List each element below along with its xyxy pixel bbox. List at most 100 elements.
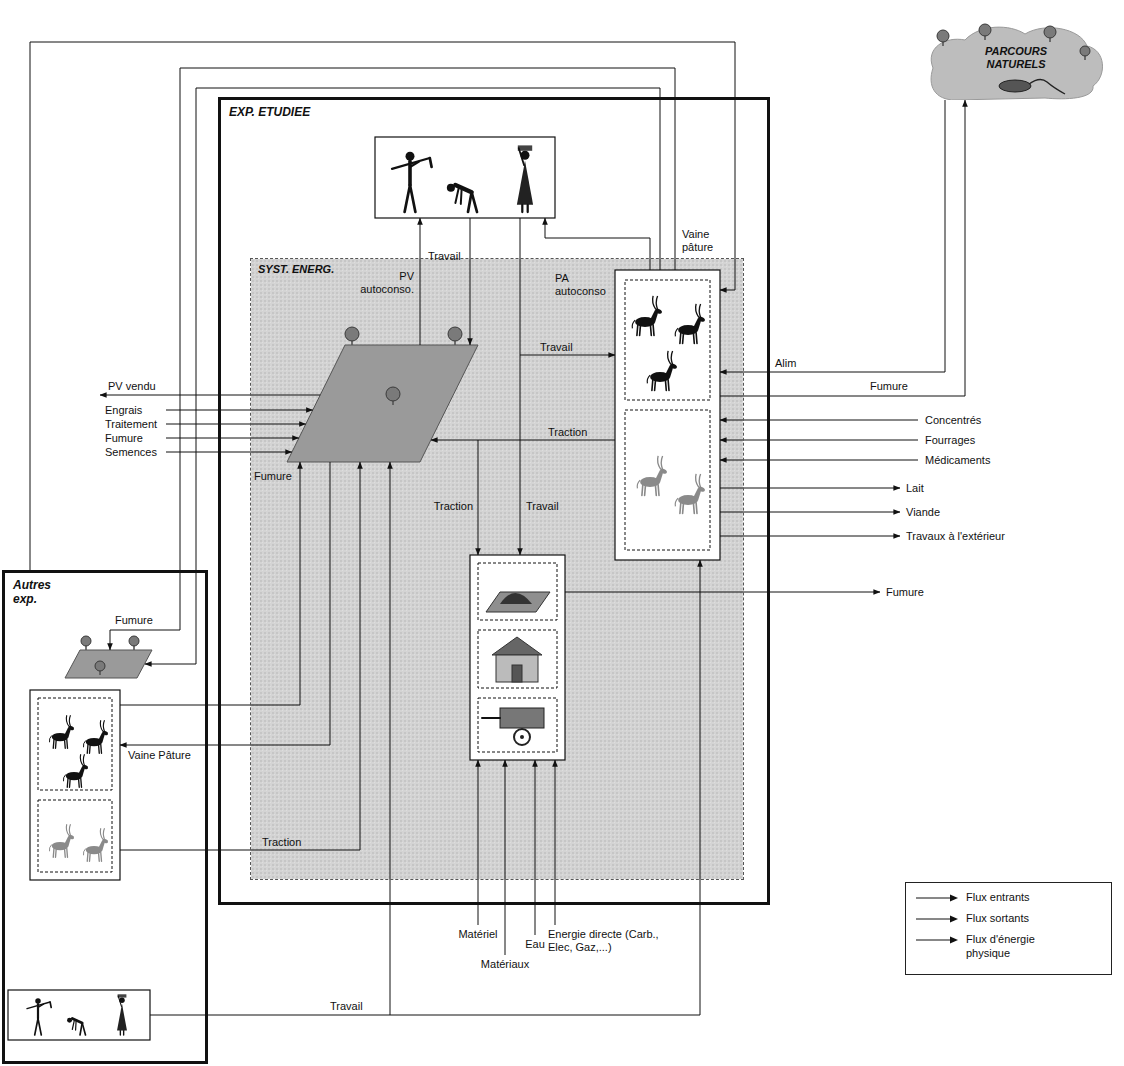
- legend-row: Flux entrants: [914, 891, 1103, 904]
- flow-label: Engrais: [105, 404, 142, 417]
- draught-animals-box: [38, 800, 112, 872]
- tree-icon: [448, 327, 462, 345]
- legend-box: Flux entrantsFlux sortantsFlux d'énergie…: [905, 882, 1112, 975]
- flow-label: Traction: [548, 426, 587, 439]
- flow-arrow: [555, 760, 556, 925]
- flow-label: Fourrages: [925, 434, 975, 447]
- flow-connector: [30, 42, 735, 570]
- flow-arrow: [720, 440, 918, 441]
- legend-text: Flux sortants: [966, 912, 1029, 925]
- building-box: [478, 630, 557, 688]
- cart-wheel: [514, 729, 530, 745]
- livestock-box: [30, 690, 120, 880]
- cart-hub: [520, 735, 524, 739]
- flow-label: Travail: [330, 1000, 363, 1013]
- region-title: SYST. ENERG.: [258, 263, 736, 276]
- flow-arrow: [535, 760, 536, 935]
- other-farms-box: Autres exp.: [2, 570, 208, 1064]
- flow-connector: [120, 462, 330, 745]
- flow-label: Fumure: [115, 614, 153, 627]
- legend-row: Flux d'énergie physique: [914, 933, 1103, 959]
- tree-icon: [345, 327, 359, 345]
- livestock-box: [615, 270, 720, 560]
- flow-arrow: [505, 760, 506, 955]
- manure-plate: [486, 592, 550, 612]
- flow-connector: [120, 462, 300, 705]
- flow-connector: [720, 100, 945, 372]
- people-box: [375, 137, 555, 218]
- legend-row: Flux sortants: [914, 912, 1103, 925]
- energy-system-ground: [251, 259, 743, 879]
- field-plot: [287, 345, 478, 462]
- connectors: [30, 42, 965, 1015]
- flow-label: Travail: [540, 341, 573, 354]
- rangeland-cloud: PARCOURS NATURELS: [925, 16, 1107, 100]
- flow-connector: [110, 68, 675, 650]
- flow-arrow: [520, 218, 521, 555]
- flow-label: Vaine pâture: [682, 228, 732, 254]
- flow-arrow: [420, 218, 421, 345]
- flow-label: PA autoconso: [555, 272, 613, 298]
- legend-text: Flux entrants: [966, 891, 1030, 904]
- legend-arrow-sample: [914, 934, 958, 946]
- flow-arrow: [565, 592, 880, 593]
- flow-connector: [720, 100, 965, 396]
- antelope-icon: [83, 720, 108, 753]
- flow-connector: [150, 560, 700, 1015]
- antelope-icon: [675, 304, 705, 344]
- flow-arrow: [166, 410, 313, 411]
- flow-connector: [145, 88, 660, 664]
- antelope-icon: [637, 456, 667, 496]
- tree-icon: [129, 636, 139, 650]
- flow-arrow: [478, 440, 479, 555]
- flow-label: Traction: [262, 836, 301, 849]
- worker-figure: [67, 1018, 85, 1035]
- flow-arrow: [100, 395, 320, 396]
- building-roof: [492, 637, 542, 655]
- manure-box: [478, 563, 557, 620]
- woman-figure: [517, 145, 533, 212]
- flow-label: Matériaux: [481, 958, 529, 971]
- herd-box: [625, 280, 710, 400]
- building-door: [512, 665, 522, 682]
- flow-arrows: [100, 218, 918, 1015]
- antelope-icon: [675, 474, 705, 514]
- flow-arrow: [520, 355, 615, 356]
- flow-label: Traction: [413, 500, 473, 513]
- tree-icon: [95, 661, 105, 675]
- antelope-icon: [647, 351, 677, 391]
- flow-label: Viande: [906, 506, 940, 519]
- farmer-figure: [392, 152, 432, 212]
- flow-label: Semences: [105, 446, 157, 459]
- flow-connector: [120, 462, 360, 850]
- pond-icon: [999, 80, 1031, 92]
- building-wall: [496, 655, 538, 682]
- legend-arrow-sample: [914, 913, 958, 925]
- farmer-figure: [27, 998, 51, 1035]
- antelope-icon: [83, 828, 108, 861]
- antelope-icon: [632, 296, 662, 336]
- flow-arrow: [390, 462, 391, 1015]
- flow-arrow: [720, 420, 918, 421]
- flow-label: PV autoconso.: [354, 270, 414, 296]
- flow-arrow: [478, 760, 479, 925]
- region-title: EXP. ETUDIEE: [229, 105, 759, 119]
- tree-icon: [1080, 46, 1090, 60]
- flow-label: Fumure: [886, 586, 924, 599]
- cart-shaft: [482, 717, 500, 719]
- flow-arrow: [720, 536, 900, 537]
- flow-arrow: [166, 438, 299, 439]
- cart-body: [500, 708, 544, 728]
- rangeland-outline: [931, 27, 1102, 100]
- region-title: Autres exp.: [13, 578, 63, 607]
- flow-arrow: [431, 440, 615, 441]
- flow-label: Fumure: [870, 380, 908, 393]
- farm-boundary-box: EXP. ETUDIEE SYST. ENERG.: [218, 97, 770, 905]
- tree-icon: [937, 30, 949, 46]
- antelope-icon: [49, 715, 74, 748]
- flow-label: Alim: [775, 357, 796, 370]
- flow-arrow: [470, 218, 471, 345]
- flow-label: Energie directe (Carb., Elec, Gaz,...): [548, 928, 660, 954]
- herd-box: [38, 698, 112, 790]
